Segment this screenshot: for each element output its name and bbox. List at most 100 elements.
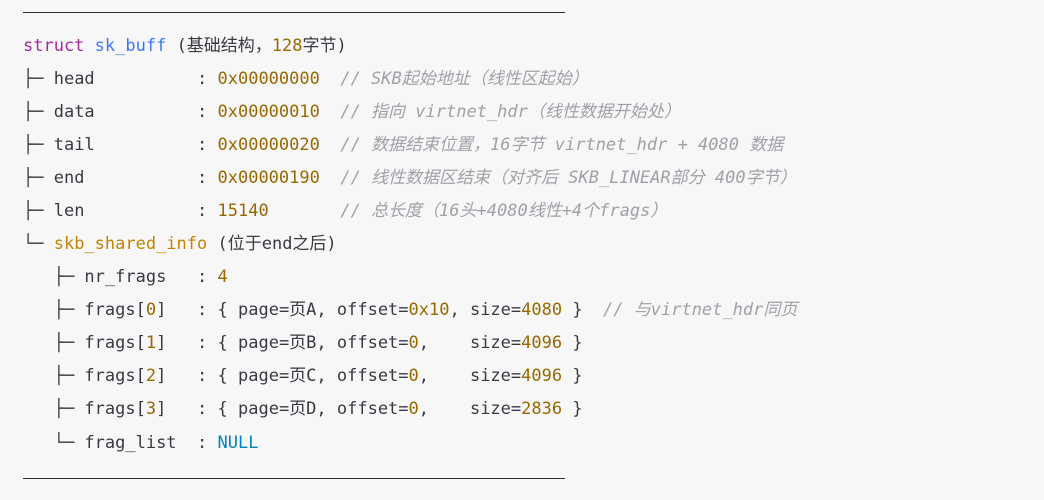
frag-size: 4096 [521, 333, 563, 353]
tree-branch: ├─ [23, 102, 54, 122]
frag-offset: 0 [408, 366, 419, 386]
frag-name: frags[ [84, 366, 146, 386]
frag-name-close: ] [156, 399, 167, 419]
field-name: data [53, 102, 95, 122]
spacer [320, 102, 340, 122]
frag-row-1: ├─ frags[1] : { page=页B, offset=0, size=… [23, 327, 583, 360]
field-comment: // SKB起始地址（线性区起始） [340, 69, 589, 89]
frag-name-close: ] [156, 366, 167, 386]
tree-branch: ├─ [23, 135, 54, 155]
tree-branch: ├─ [23, 300, 85, 320]
field-head: ├─ head : 0x00000000 // SKB起始地址（线性区起始） [23, 63, 589, 96]
tree-branch: └─ [23, 234, 54, 254]
tree-branch: ├─ [23, 333, 85, 353]
frag-offset: 0x10 [408, 300, 450, 320]
frag-page: { page=页C, offset= [217, 366, 409, 386]
frag-page: { page=页D, offset= [217, 399, 409, 419]
field-value: 4 [217, 267, 228, 287]
tree-branch: └─ [23, 433, 85, 453]
field-separator: : [94, 135, 218, 155]
field-separator: : [94, 102, 218, 122]
field-separator: : [166, 366, 218, 386]
field-value: 0x00000010 [217, 102, 320, 122]
tree-branch: ├─ [23, 267, 85, 287]
field-nr-frags: ├─ nr_frags : 4 [23, 261, 228, 294]
shared-info-header: └─ skb_shared_info (位于end之后) [23, 228, 337, 261]
field-separator: : [166, 333, 218, 353]
spacer [320, 168, 340, 188]
struct-note-open: (基础结构， [166, 36, 272, 56]
struct-note-close: 字节) [302, 36, 347, 56]
field-name: tail [53, 135, 95, 155]
frag-size-label: , size= [418, 366, 522, 386]
frag-name-close: ] [156, 333, 167, 353]
field-comment: // 线性数据区结束（对齐后 SKB_LINEAR部分 400字节） [340, 168, 797, 188]
frag-size: 2836 [521, 399, 563, 419]
frag-size: 4096 [521, 366, 563, 386]
field-name: end [53, 168, 85, 188]
field-value: 0x00000190 [217, 168, 320, 188]
spacer [320, 69, 340, 89]
field-value: 0x00000020 [217, 135, 320, 155]
tree-branch: ├─ [23, 399, 85, 419]
spacer [269, 201, 341, 221]
struct-header: struct sk_buff (基础结构，128字节) [23, 30, 347, 63]
frag-close: } [562, 399, 583, 419]
frag-index: 2 [145, 366, 157, 386]
frag-index: 1 [145, 333, 157, 353]
field-value: 0x00000000 [217, 69, 320, 89]
field-name: len [53, 201, 85, 221]
frag-name: frags[ [84, 399, 146, 419]
field-value: NULL [217, 433, 259, 453]
frag-size-label: , size= [418, 333, 522, 353]
field-len: ├─ len : 15140 // 总长度（16头+4080线性+4个frags… [23, 195, 667, 228]
shared-info-note: (位于end之后) [207, 234, 337, 254]
struct-keyword: struct [23, 36, 85, 56]
field-separator: : [176, 433, 218, 453]
field-separator: : [166, 300, 218, 320]
frag-size-label: , size= [418, 399, 522, 419]
field-separator: : [166, 267, 218, 287]
tree-branch: ├─ [23, 69, 54, 89]
field-tail: ├─ tail : 0x00000020 // 数据结束位置，16字节 virt… [23, 129, 783, 162]
frag-index: 0 [145, 300, 157, 320]
frag-row-2: ├─ frags[2] : { page=页C, offset=0, size=… [23, 360, 583, 393]
frag-close: } [562, 300, 583, 320]
field-name: nr_frags [84, 267, 167, 287]
struct-name: sk_buff [94, 36, 167, 56]
frag-name: frags[ [84, 300, 146, 320]
frag-offset: 0 [408, 333, 419, 353]
field-comment: // 数据结束位置，16字节 virtnet_hdr + 4080 数据 [340, 135, 784, 155]
field-comment: // 指向 virtnet_hdr（线性数据开始处） [340, 102, 681, 122]
frag-name: frags[ [84, 333, 146, 353]
field-separator: : [84, 201, 218, 221]
frag-close: } [562, 333, 583, 353]
frag-row-3: ├─ frags[3] : { page=页D, offset=0, size=… [23, 393, 583, 426]
field-separator: : [94, 69, 218, 89]
struct-size: 128 [271, 36, 303, 56]
field-separator: : [84, 168, 218, 188]
field-separator: : [166, 399, 218, 419]
frag-comment: // 与virtnet_hdr同页 [582, 300, 798, 320]
field-name: frag_list [84, 433, 177, 453]
field-end: ├─ end : 0x00000190 // 线性数据区结束（对齐后 SKB_L… [23, 162, 797, 195]
frag-index: 3 [145, 399, 157, 419]
field-data: ├─ data : 0x00000010 // 指向 virtnet_hdr（线… [23, 96, 681, 129]
frag-page: { page=页A, offset= [217, 300, 409, 320]
top-divider [23, 12, 565, 13]
bottom-divider [23, 478, 565, 479]
shared-info-name: skb_shared_info [53, 234, 208, 254]
spacer [320, 135, 340, 155]
frag-row-0: ├─ frags[0] : { page=页A, offset=0x10, si… [23, 294, 798, 327]
tree-branch: ├─ [23, 168, 54, 188]
frag-page: { page=页B, offset= [217, 333, 409, 353]
tree-branch: ├─ [23, 201, 54, 221]
field-name: head [53, 69, 95, 89]
frag-offset: 0 [408, 399, 419, 419]
frag-size: 4080 [521, 300, 563, 320]
field-frag-list: └─ frag_list : NULL [23, 427, 259, 460]
field-comment: // 总长度（16头+4080线性+4个frags） [340, 201, 668, 221]
field-value: 15140 [217, 201, 269, 221]
tree-branch: ├─ [23, 366, 85, 386]
